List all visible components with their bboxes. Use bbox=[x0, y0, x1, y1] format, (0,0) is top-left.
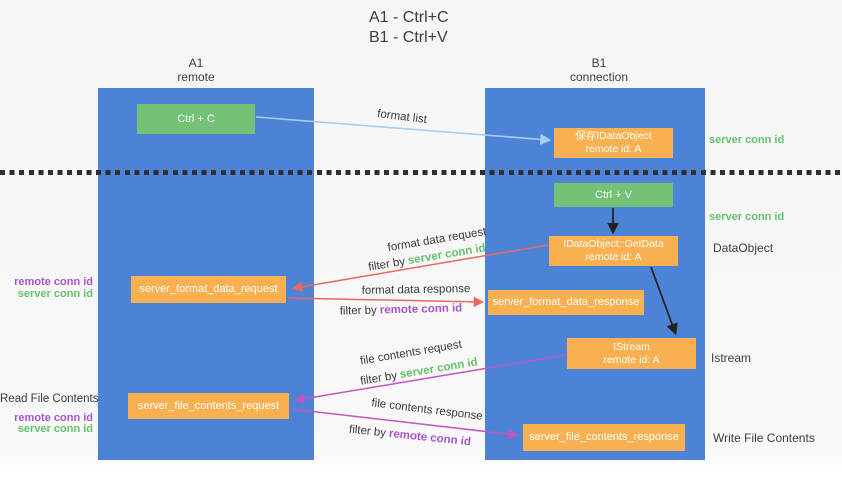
server-file-contents-request-box: server_file_contents_request bbox=[128, 393, 289, 419]
arrow-format-list bbox=[255, 116, 552, 145]
ctrl-v-box: Ctrl + V bbox=[554, 183, 673, 207]
save-idataobject-line2: remote id: A bbox=[585, 143, 642, 155]
format-response-label: server_format_data_response bbox=[492, 296, 640, 308]
ctrl-c-box: Ctrl + C bbox=[137, 104, 255, 134]
write-file-contents-label: Write File Contents bbox=[713, 431, 815, 445]
lane-header-b1: B1 connection bbox=[489, 56, 709, 84]
istream-box: IStream remote id: A bbox=[567, 338, 696, 369]
lane-a-id: A1 bbox=[188, 56, 204, 70]
file-response-label: server_file_contents_response bbox=[529, 431, 679, 443]
filter-by-text: filter by bbox=[339, 304, 377, 318]
save-idataobject-box: 保存IDataObject remote id: A bbox=[554, 128, 673, 158]
format-request-conn-ids: remote conn id server conn id bbox=[0, 276, 93, 300]
arrow-format-data-request bbox=[291, 244, 549, 292]
server-conn-id-label-file: server conn id bbox=[17, 423, 93, 435]
file-request-conn-ids: Read File Contents remote conn id server… bbox=[0, 393, 99, 436]
server-file-contents-response-box: server_file_contents_response bbox=[523, 424, 685, 451]
arrow-file-contents-response bbox=[290, 408, 520, 440]
server-conn-id-label-top: server conn id bbox=[709, 134, 785, 146]
title-line-2: B1 - Ctrl+V bbox=[369, 29, 448, 46]
session-divider-dotted-line bbox=[0, 170, 842, 175]
getdata-line2: remote id: A bbox=[585, 251, 642, 263]
idataobject-getdata-box: IDataObject::GetData remote id: A bbox=[549, 236, 678, 266]
title-line-1: A1 - Ctrl+C bbox=[369, 9, 449, 26]
server-format-data-response-box: server_format_data_response bbox=[488, 290, 644, 315]
read-file-contents-label: Read File Contents bbox=[0, 393, 99, 405]
remote-conn-id-filter-1: remote conn id bbox=[379, 302, 463, 317]
remote-conn-id-label-file: remote conn id bbox=[14, 411, 93, 424]
lane-a-name: remote bbox=[177, 69, 215, 84]
istream-line1: IStream bbox=[613, 340, 650, 353]
lane-header-a1: A1 remote bbox=[88, 56, 304, 84]
lane-b-id: B1 bbox=[591, 56, 607, 70]
ctrl-v-label: Ctrl + V bbox=[595, 188, 632, 201]
arrow-format-data-response bbox=[287, 296, 485, 308]
server-conn-id-label-mid: server conn id bbox=[709, 211, 785, 223]
format-request-label: server_format_data_request bbox=[139, 283, 278, 295]
server-format-data-request-box: server_format_data_request bbox=[131, 276, 286, 303]
file-request-label: server_file_contents_request bbox=[137, 399, 280, 412]
arrow-file-contents-request bbox=[293, 354, 567, 404]
remote-conn-id-label-format: remote conn id bbox=[14, 276, 93, 288]
save-idataobject-line1: 保存IDataObject bbox=[575, 130, 652, 142]
diagram-title: A1 - Ctrl+C B1 - Ctrl+V bbox=[369, 8, 449, 48]
format-data-response-label: format data response bbox=[361, 283, 471, 297]
ctrl-c-label: Ctrl + C bbox=[177, 112, 215, 125]
dataobject-label: DataObject bbox=[713, 241, 774, 255]
lane-b-name: connection bbox=[569, 69, 629, 84]
istream-side-label: Istream bbox=[711, 351, 752, 365]
istream-line2: remote id: A bbox=[603, 353, 660, 366]
arrow-getdata-to-istream bbox=[650, 266, 678, 336]
server-conn-id-label-format: server conn id bbox=[17, 287, 93, 300]
getdata-line1: IDataObject::GetData bbox=[563, 238, 664, 250]
